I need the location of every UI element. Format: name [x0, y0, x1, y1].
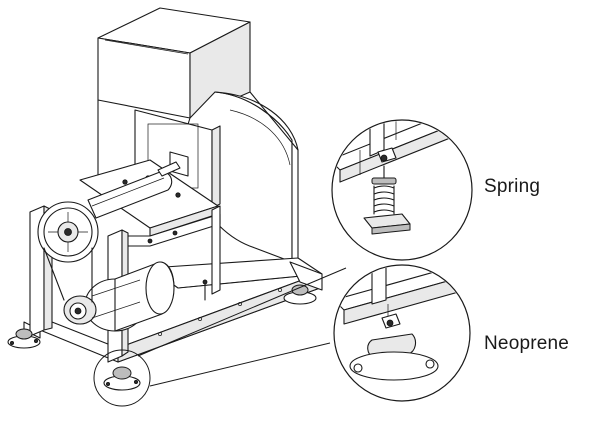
isolator-foot-rear-right: [283, 284, 317, 305]
spring-label: Spring: [484, 176, 541, 197]
fan-pulley: [37, 201, 99, 263]
tie-rods: [202, 279, 208, 301]
spring-isolator-detail: [331, 119, 473, 261]
drive-belt: [43, 247, 93, 303]
callout-zoom-ring: [93, 349, 151, 407]
isolator-foot-front-left: [7, 328, 41, 349]
isolator-foot-front-right: [103, 366, 141, 391]
neoprene-label: Neoprene: [484, 333, 570, 354]
motor: [63, 261, 175, 332]
callout-leader-lines: [137, 267, 347, 387]
neoprene-isolator-detail: [333, 264, 471, 402]
